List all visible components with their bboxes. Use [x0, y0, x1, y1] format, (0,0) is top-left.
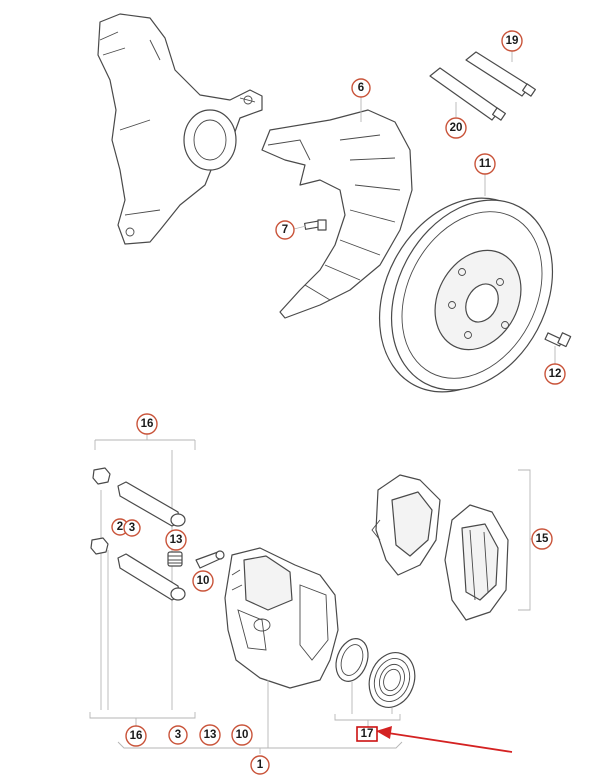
callout-12[interactable]: 12	[544, 363, 566, 385]
callout-15[interactable]: 15	[531, 528, 553, 550]
svg-text:16: 16	[130, 730, 143, 742]
svg-text:6: 6	[358, 82, 364, 94]
svg-text:10: 10	[236, 729, 249, 741]
callout-3-bottom[interactable]: 3	[168, 725, 188, 745]
callout-16-top[interactable]: 16	[136, 413, 158, 435]
dust-cap-10	[195, 550, 225, 569]
callout-10-bottom[interactable]: 10	[231, 724, 253, 746]
svg-text:15: 15	[536, 533, 549, 545]
grease-tube-19	[465, 51, 536, 97]
callout-11[interactable]: 11	[474, 153, 496, 175]
svg-text:17: 17	[361, 728, 374, 740]
svg-text:20: 20	[450, 122, 463, 134]
callout-3[interactable]: 3	[123, 519, 141, 537]
svg-text:3: 3	[175, 729, 181, 741]
callout-10[interactable]: 10	[192, 570, 214, 592]
brake-pad-outer	[444, 504, 509, 621]
bottom-brackets	[117, 680, 403, 754]
pointer-arrow	[376, 726, 513, 753]
svg-text:1: 1	[257, 759, 264, 771]
brake-pad-inner	[371, 474, 441, 576]
callout-19[interactable]: 19	[501, 30, 523, 52]
svg-text:7: 7	[282, 224, 288, 236]
callout-7[interactable]: 7	[275, 220, 295, 240]
svg-text:13: 13	[204, 729, 217, 741]
callout-6[interactable]: 6	[351, 78, 371, 98]
steering-knuckle	[97, 13, 263, 245]
callout-13[interactable]: 13	[165, 529, 187, 551]
svg-text:11: 11	[479, 158, 492, 170]
seal-ring	[335, 638, 369, 682]
callout-17-highlighted[interactable]: 17	[356, 726, 378, 742]
leader-lines-top	[293, 50, 556, 364]
svg-text:3: 3	[129, 522, 135, 534]
svg-text:19: 19	[506, 35, 519, 47]
bolt-7	[304, 219, 327, 231]
svg-text:10: 10	[197, 575, 210, 587]
pad-group-bracket	[518, 469, 532, 611]
wheel-bolt-12	[544, 332, 572, 348]
svg-text:16: 16	[141, 418, 154, 430]
callout-16-bottom[interactable]: 16	[125, 725, 147, 747]
grease-tube-20	[429, 67, 506, 121]
svg-text:2: 2	[117, 521, 123, 533]
guide-pin-set	[89, 432, 196, 728]
splash-shield	[261, 109, 413, 319]
bleed-nipple-13	[167, 551, 183, 567]
callout-20[interactable]: 20	[445, 117, 467, 139]
callout-13-bottom[interactable]: 13	[199, 724, 221, 746]
brake-disc	[378, 197, 554, 393]
callout-1[interactable]: 1	[250, 755, 270, 775]
svg-text:12: 12	[549, 368, 562, 380]
dust-boot	[368, 652, 416, 708]
svg-text:13: 13	[170, 534, 183, 546]
brake-caliper	[224, 547, 339, 689]
